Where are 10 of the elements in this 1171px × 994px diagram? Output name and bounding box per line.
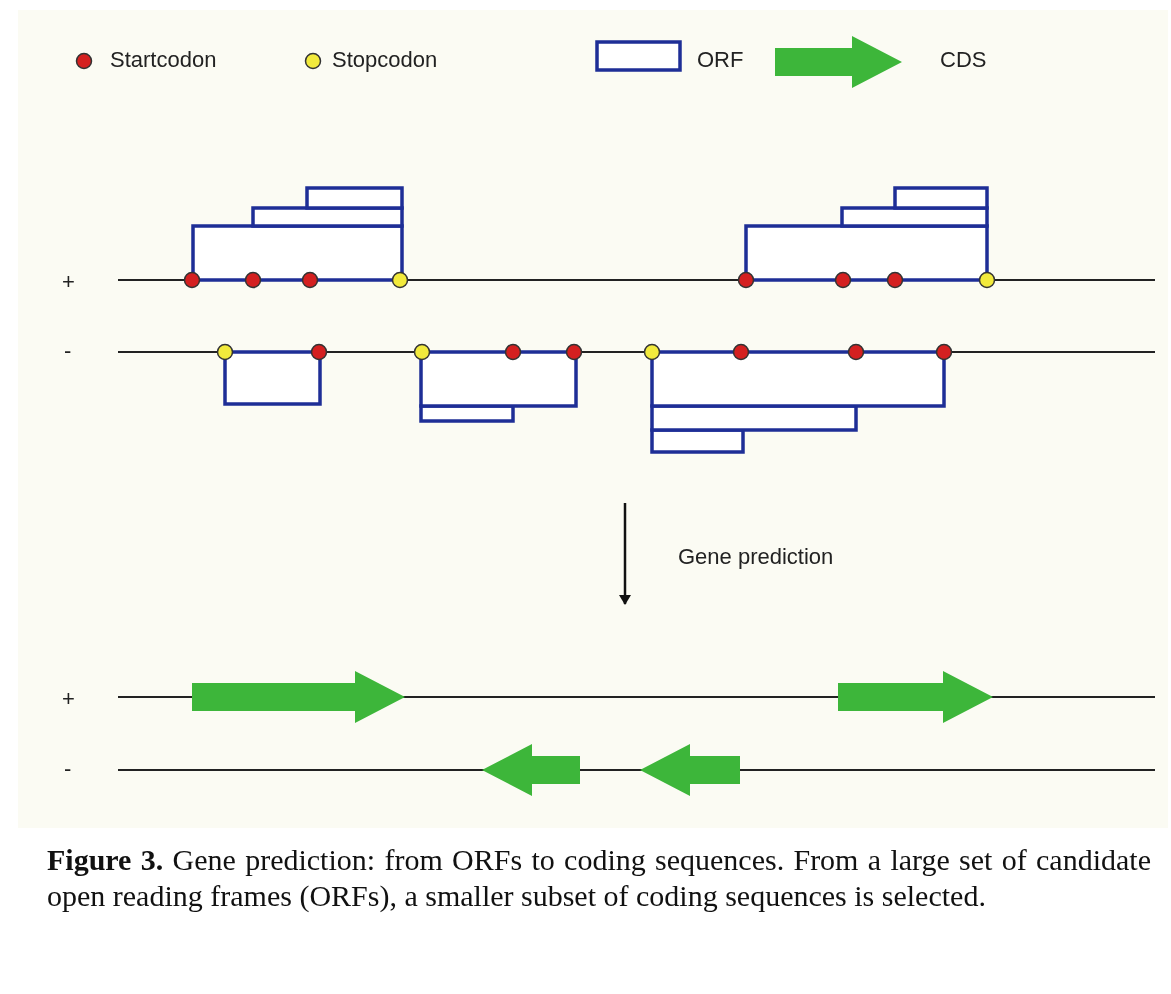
strand-label: + xyxy=(62,688,75,710)
strand-label: - xyxy=(64,758,72,780)
strand-label: + xyxy=(62,271,75,293)
legend-label: CDS xyxy=(940,49,987,71)
legend-label: ORF xyxy=(697,49,744,71)
legend-label: Startcodon xyxy=(110,49,217,71)
step-label: Gene prediction xyxy=(678,546,834,568)
strand-label: - xyxy=(64,340,72,362)
legend-label: Stopcodon xyxy=(332,49,438,71)
figure-caption: Figure 3. Gene prediction: from ORFs to coding sequences. From a large set of candidate open reading frames (ORFs), a smaller subset of coding sequences is selected. xyxy=(47,842,1151,914)
